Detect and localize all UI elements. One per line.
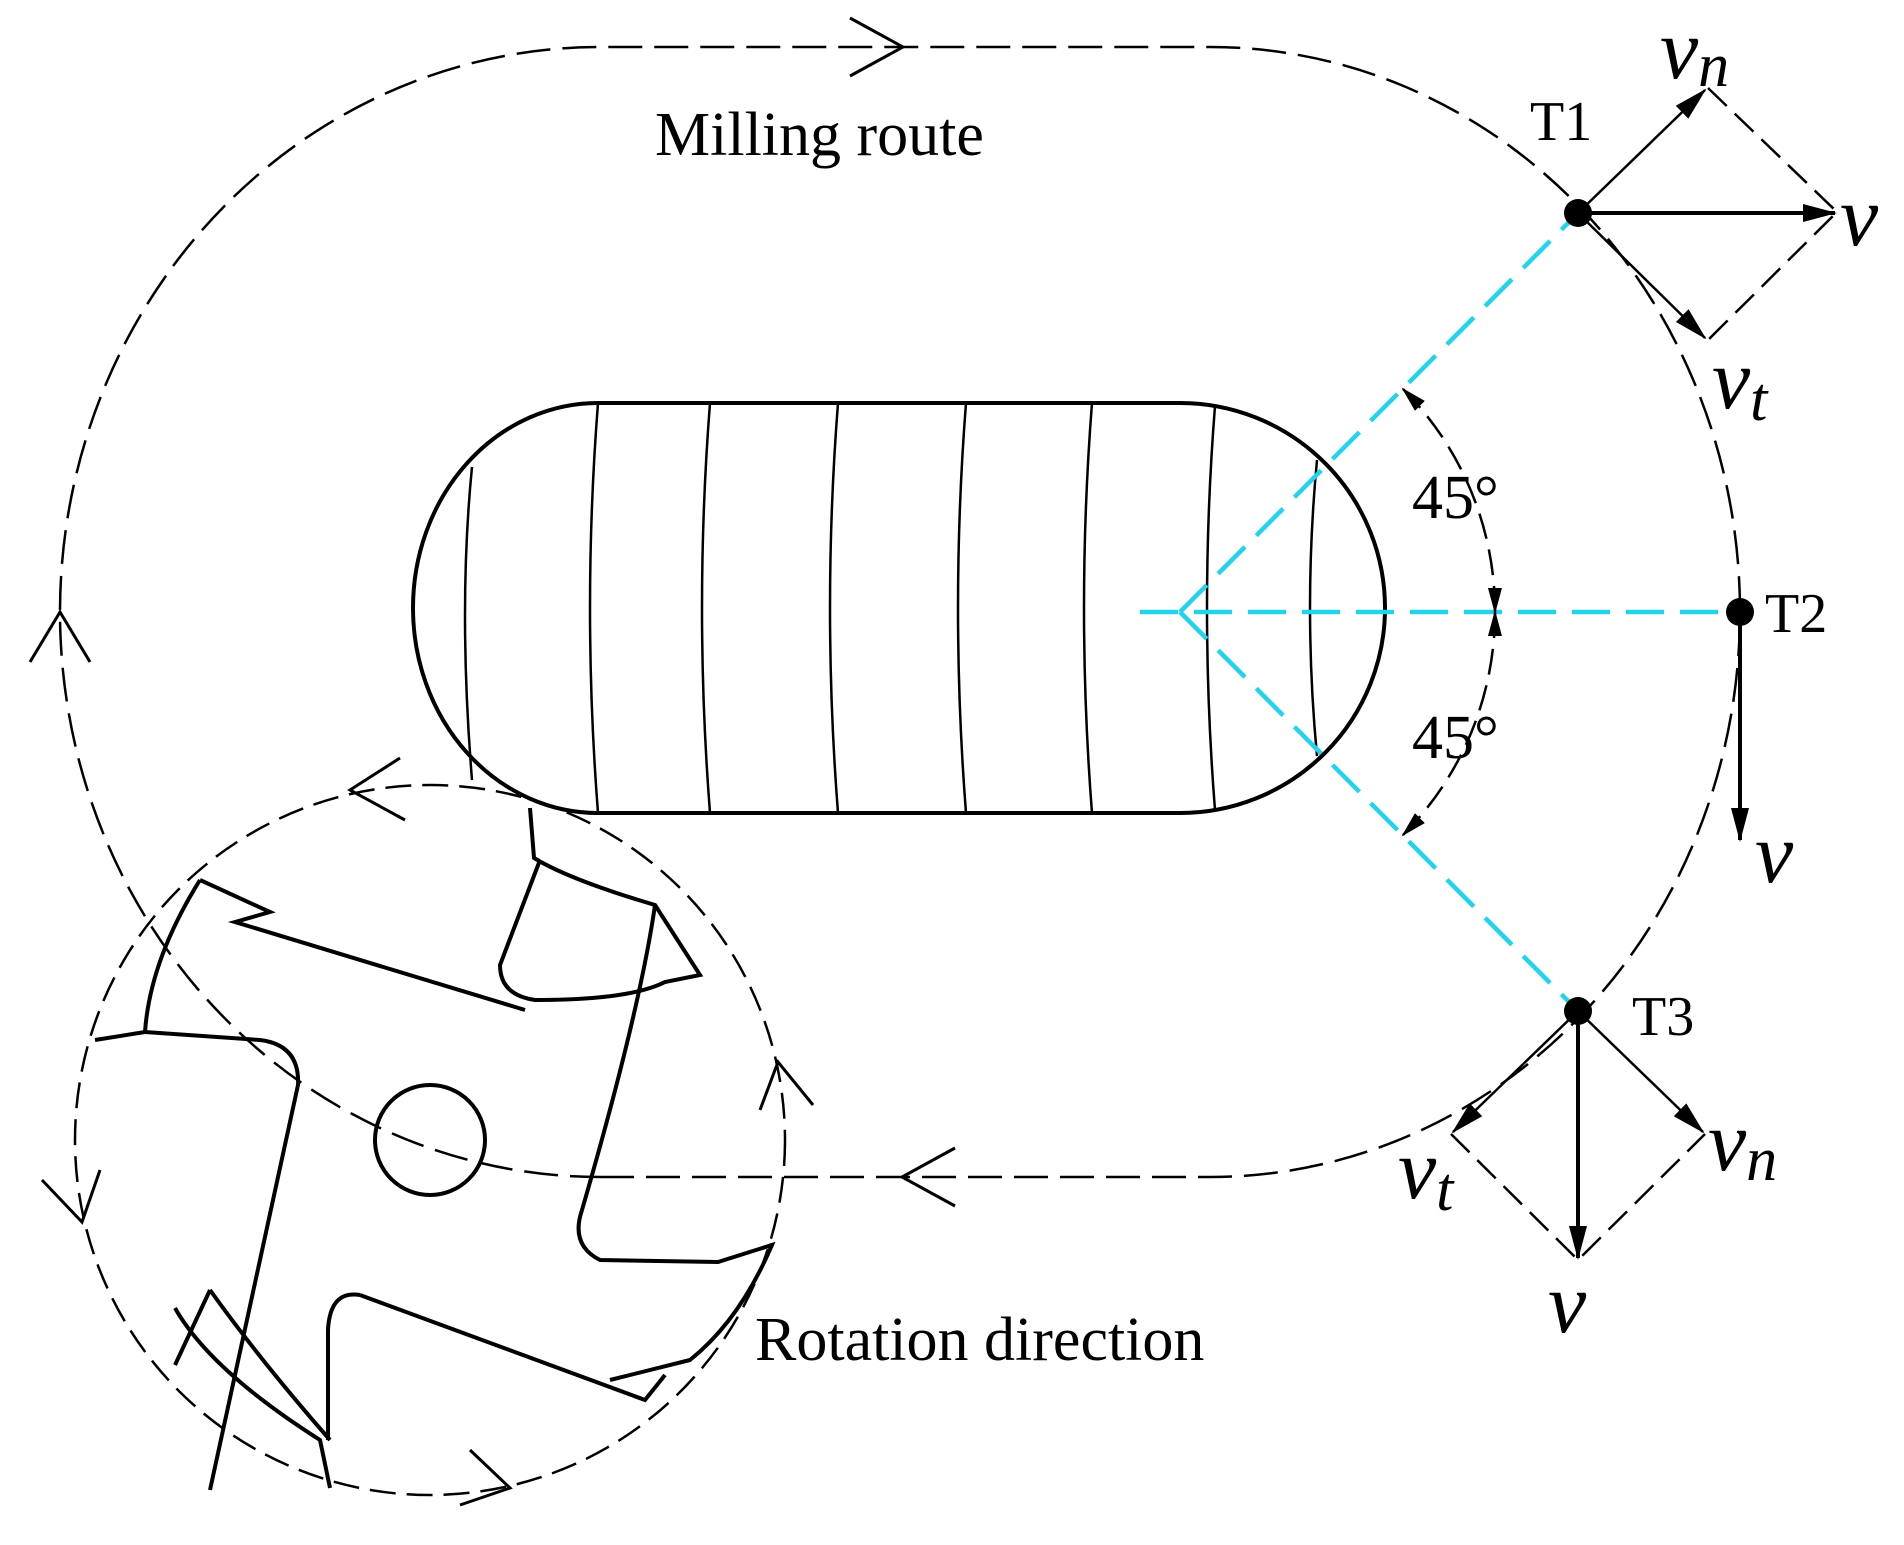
milling-cutter <box>40 756 815 1507</box>
route-arrow-bottom <box>898 1146 956 1208</box>
rotation-direction-label: Rotation direction <box>755 1306 1204 1374</box>
t1-v-label: v <box>1840 168 1879 264</box>
rotation-arrow-bottom <box>459 1448 513 1507</box>
milling-route-label: Milling route <box>655 101 984 169</box>
cutter-flute-upper-left <box>94 878 526 1042</box>
point-t1-group: T1 v vn vt <box>1530 1 1879 434</box>
t3-vector-vn <box>1577 1010 1705 1134</box>
cutter-center-hole <box>373 1083 487 1197</box>
angle-arc-upper <box>1401 387 1502 637</box>
t3-vector-vt <box>1451 1010 1579 1134</box>
t3-label: T3 <box>1632 986 1694 1048</box>
t1-vt-label: vt <box>1712 331 1769 434</box>
route-arrow-left <box>28 609 92 663</box>
rotation-arrow-right <box>758 1059 815 1111</box>
cutter-rotation-circle <box>73 783 787 1497</box>
t1-parallelogram <box>1707 87 1839 341</box>
t2-v-label: v <box>1755 805 1794 901</box>
t3-point <box>1564 997 1592 1025</box>
cutter-flute-top <box>497 807 704 1003</box>
cutter-flute-bottom <box>173 1292 667 1489</box>
angle-guide-lines <box>1140 211 1740 1013</box>
angle-label-lower: 45° <box>1412 704 1499 772</box>
t1-vector-vn <box>1577 88 1707 214</box>
route-arrow-top <box>849 16 907 78</box>
cutter-flute-left <box>144 1030 301 1491</box>
t1-vector-vt <box>1577 212 1707 340</box>
angle-arc-lower <box>1401 587 1502 837</box>
milling-route-path <box>58 45 1742 1179</box>
t2-point <box>1726 598 1754 626</box>
cutter-flute-right <box>576 904 776 1382</box>
t3-v-label: v <box>1548 1255 1587 1351</box>
rotation-arrow-left <box>40 1169 102 1225</box>
cutter-flute-lower-left <box>173 1288 332 1442</box>
t3-parallelogram <box>1450 1133 1706 1262</box>
rotation-arrow-top <box>347 756 406 822</box>
angle-label-upper: 45° <box>1412 464 1499 532</box>
workpiece-slot <box>411 401 1387 815</box>
t1-point <box>1564 199 1592 227</box>
t3-vt-label: vt <box>1398 1121 1455 1224</box>
point-t3-group: T3 v vn vt <box>1398 986 1777 1351</box>
t2-label: T2 <box>1765 583 1827 645</box>
t1-label: T1 <box>1530 91 1592 153</box>
slot-hatching <box>463 402 1319 814</box>
point-t2-group: T2 v <box>1726 583 1827 901</box>
t1-vn-label: vn <box>1660 1 1729 100</box>
t3-vn-label: vn <box>1708 1093 1777 1194</box>
